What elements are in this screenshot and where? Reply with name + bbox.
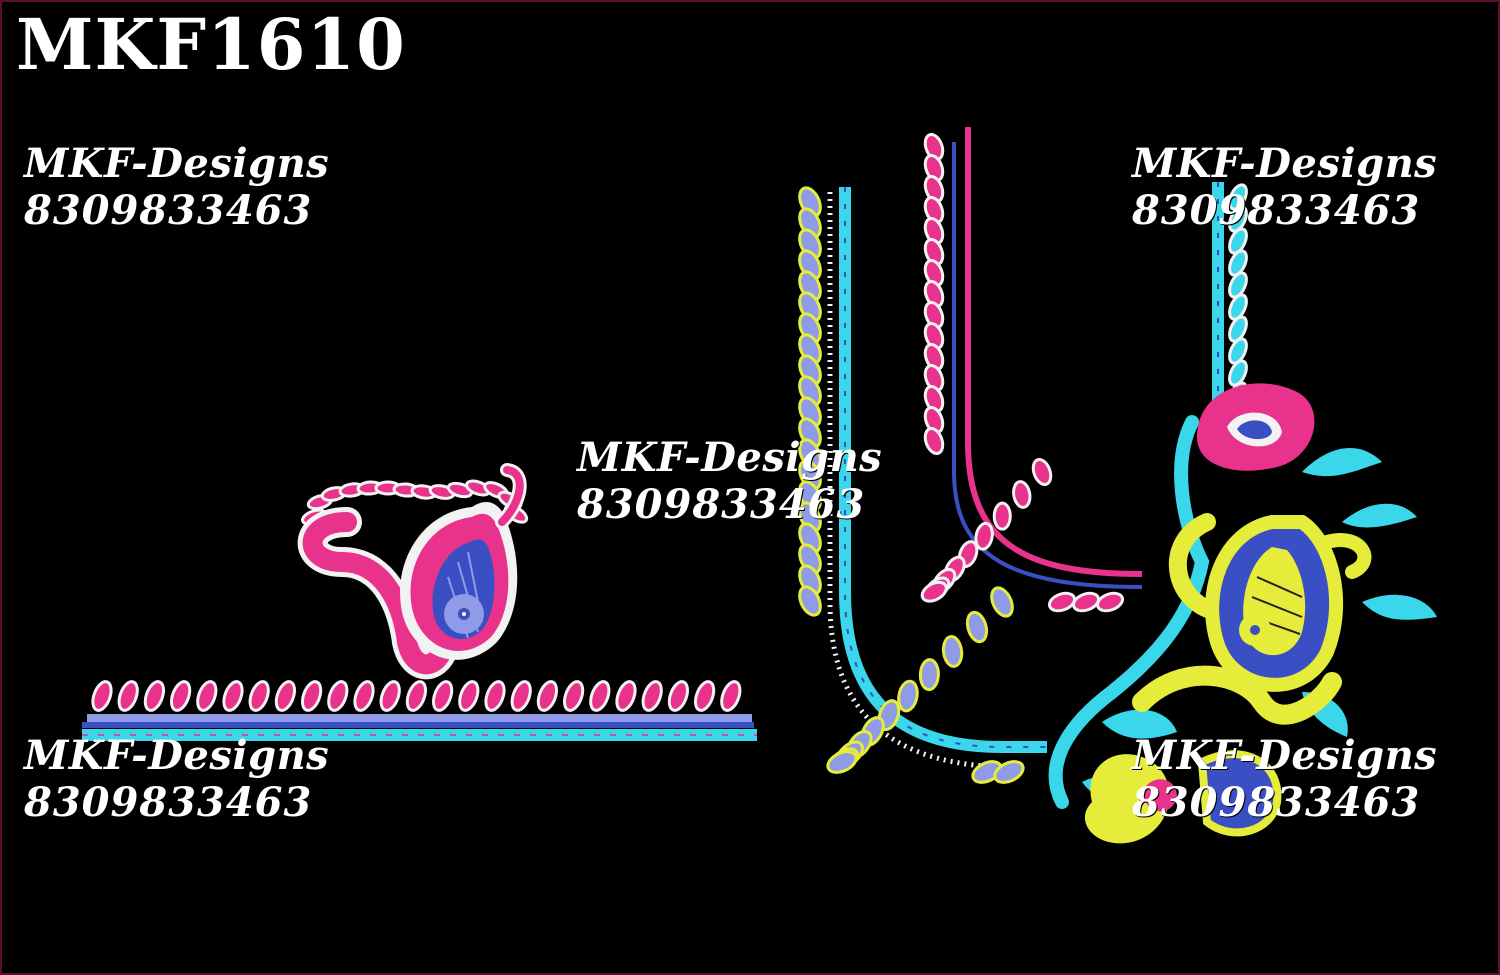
embroidery-leaf	[353, 680, 375, 712]
embroidery-leaf	[1228, 227, 1248, 255]
embroidery-leaf	[1228, 315, 1248, 343]
embroidery-leaf	[918, 658, 940, 692]
watermark-phone: 8309833463	[1132, 779, 1421, 827]
embroidery-leaf	[1228, 359, 1248, 387]
design-code-title: MKF1610	[16, 3, 406, 86]
watermark-center: MKF-Designs 8309833463	[577, 434, 882, 528]
watermark-brand: MKF-Designs	[1132, 140, 1438, 187]
embroidery-leaf	[169, 680, 192, 712]
embroidery-leaf	[1228, 249, 1248, 277]
embroidery-leaf	[222, 680, 244, 712]
right-vertical-border	[1212, 182, 1248, 412]
pink-drop-row	[91, 680, 742, 712]
embroidery-leaf	[974, 521, 994, 551]
embroidery-leaf	[536, 680, 559, 712]
embroidery-leaf	[91, 680, 113, 712]
embroidery-leaf	[667, 680, 690, 712]
embroidery-leaf	[1012, 480, 1032, 509]
embroidery-leaf	[693, 680, 716, 712]
embroidery-leaf	[992, 501, 1012, 531]
pink-leaf-chain	[920, 132, 1125, 613]
embroidery-leaf	[920, 580, 948, 603]
embroidery-leaf	[248, 680, 270, 712]
embroidery-leaf	[300, 680, 323, 712]
sleeve-border-band	[82, 680, 757, 741]
embroidery-leaf	[196, 680, 218, 712]
watermark-phone: 8309833463	[577, 481, 866, 529]
watermark-phone: 8309833463	[24, 187, 313, 235]
embroidery-leaf	[274, 680, 297, 712]
pink-paisley-motif	[297, 463, 529, 680]
embroidery-leaf	[562, 680, 585, 712]
embroidery-leaf	[327, 680, 349, 712]
watermark-top-left: MKF-Designs 8309833463	[24, 140, 329, 234]
floral-corner-motif	[1048, 383, 1437, 844]
yellow-leaf-chain	[798, 186, 1025, 784]
cyan-leaf-chain	[1228, 183, 1248, 409]
embroidery-leaf	[1047, 591, 1077, 613]
embroidery-leaf	[965, 610, 989, 644]
embroidery-leaf	[798, 585, 822, 617]
embroidery-leaf	[458, 680, 480, 712]
embroidery-leaf	[615, 680, 637, 712]
embroidery-leaf	[589, 680, 611, 712]
embroidery-leaf	[1228, 183, 1248, 211]
embroidery-leaf	[405, 680, 428, 712]
watermark-brand: MKF-Designs	[24, 140, 330, 187]
embroidery-leaf	[826, 750, 858, 774]
embroidery-leaf	[379, 680, 401, 712]
embroidery-leaf	[993, 760, 1025, 784]
watermark-brand: MKF-Designs	[1132, 732, 1438, 779]
neckline-inner-border	[920, 127, 1143, 613]
watermark-bottom-right: MKF-Designs 8309833463	[1132, 732, 1437, 826]
embroidery-leaf	[484, 680, 506, 712]
embroidery-leaf	[990, 586, 1014, 618]
embroidery-leaf	[923, 426, 945, 456]
embroidery-leaf	[117, 680, 139, 712]
embroidery-leaf	[1228, 271, 1248, 299]
neckline-outer-border	[798, 186, 1047, 784]
embroidery-leaf	[1095, 591, 1125, 613]
paisley-leaf-spray	[301, 479, 529, 526]
watermark-phone: 8309833463	[24, 779, 313, 827]
embroidery-leaf	[510, 680, 532, 712]
watermark-bottom-left: MKF-Designs 8309833463	[24, 732, 329, 826]
watermark-phone: 8309833463	[1132, 187, 1421, 235]
embroidery-leaf	[1228, 337, 1248, 365]
embroidery-leaf	[897, 679, 919, 713]
embroidery-leaf	[720, 680, 742, 712]
embroidery-leaf	[143, 680, 166, 712]
embroidery-leaf	[1071, 591, 1101, 613]
embroidery-leaf	[1228, 293, 1248, 321]
embroidery-leaf	[1031, 457, 1053, 487]
embroidery-leaf	[641, 680, 663, 712]
watermark-brand: MKF-Designs	[577, 434, 883, 481]
embroidery-leaf	[941, 635, 964, 668]
embroidery-leaf	[1228, 205, 1248, 233]
embroidery-leaf	[431, 680, 454, 712]
watermark-top-right: MKF-Designs 8309833463	[1132, 140, 1437, 234]
watermark-brand: MKF-Designs	[24, 732, 330, 779]
